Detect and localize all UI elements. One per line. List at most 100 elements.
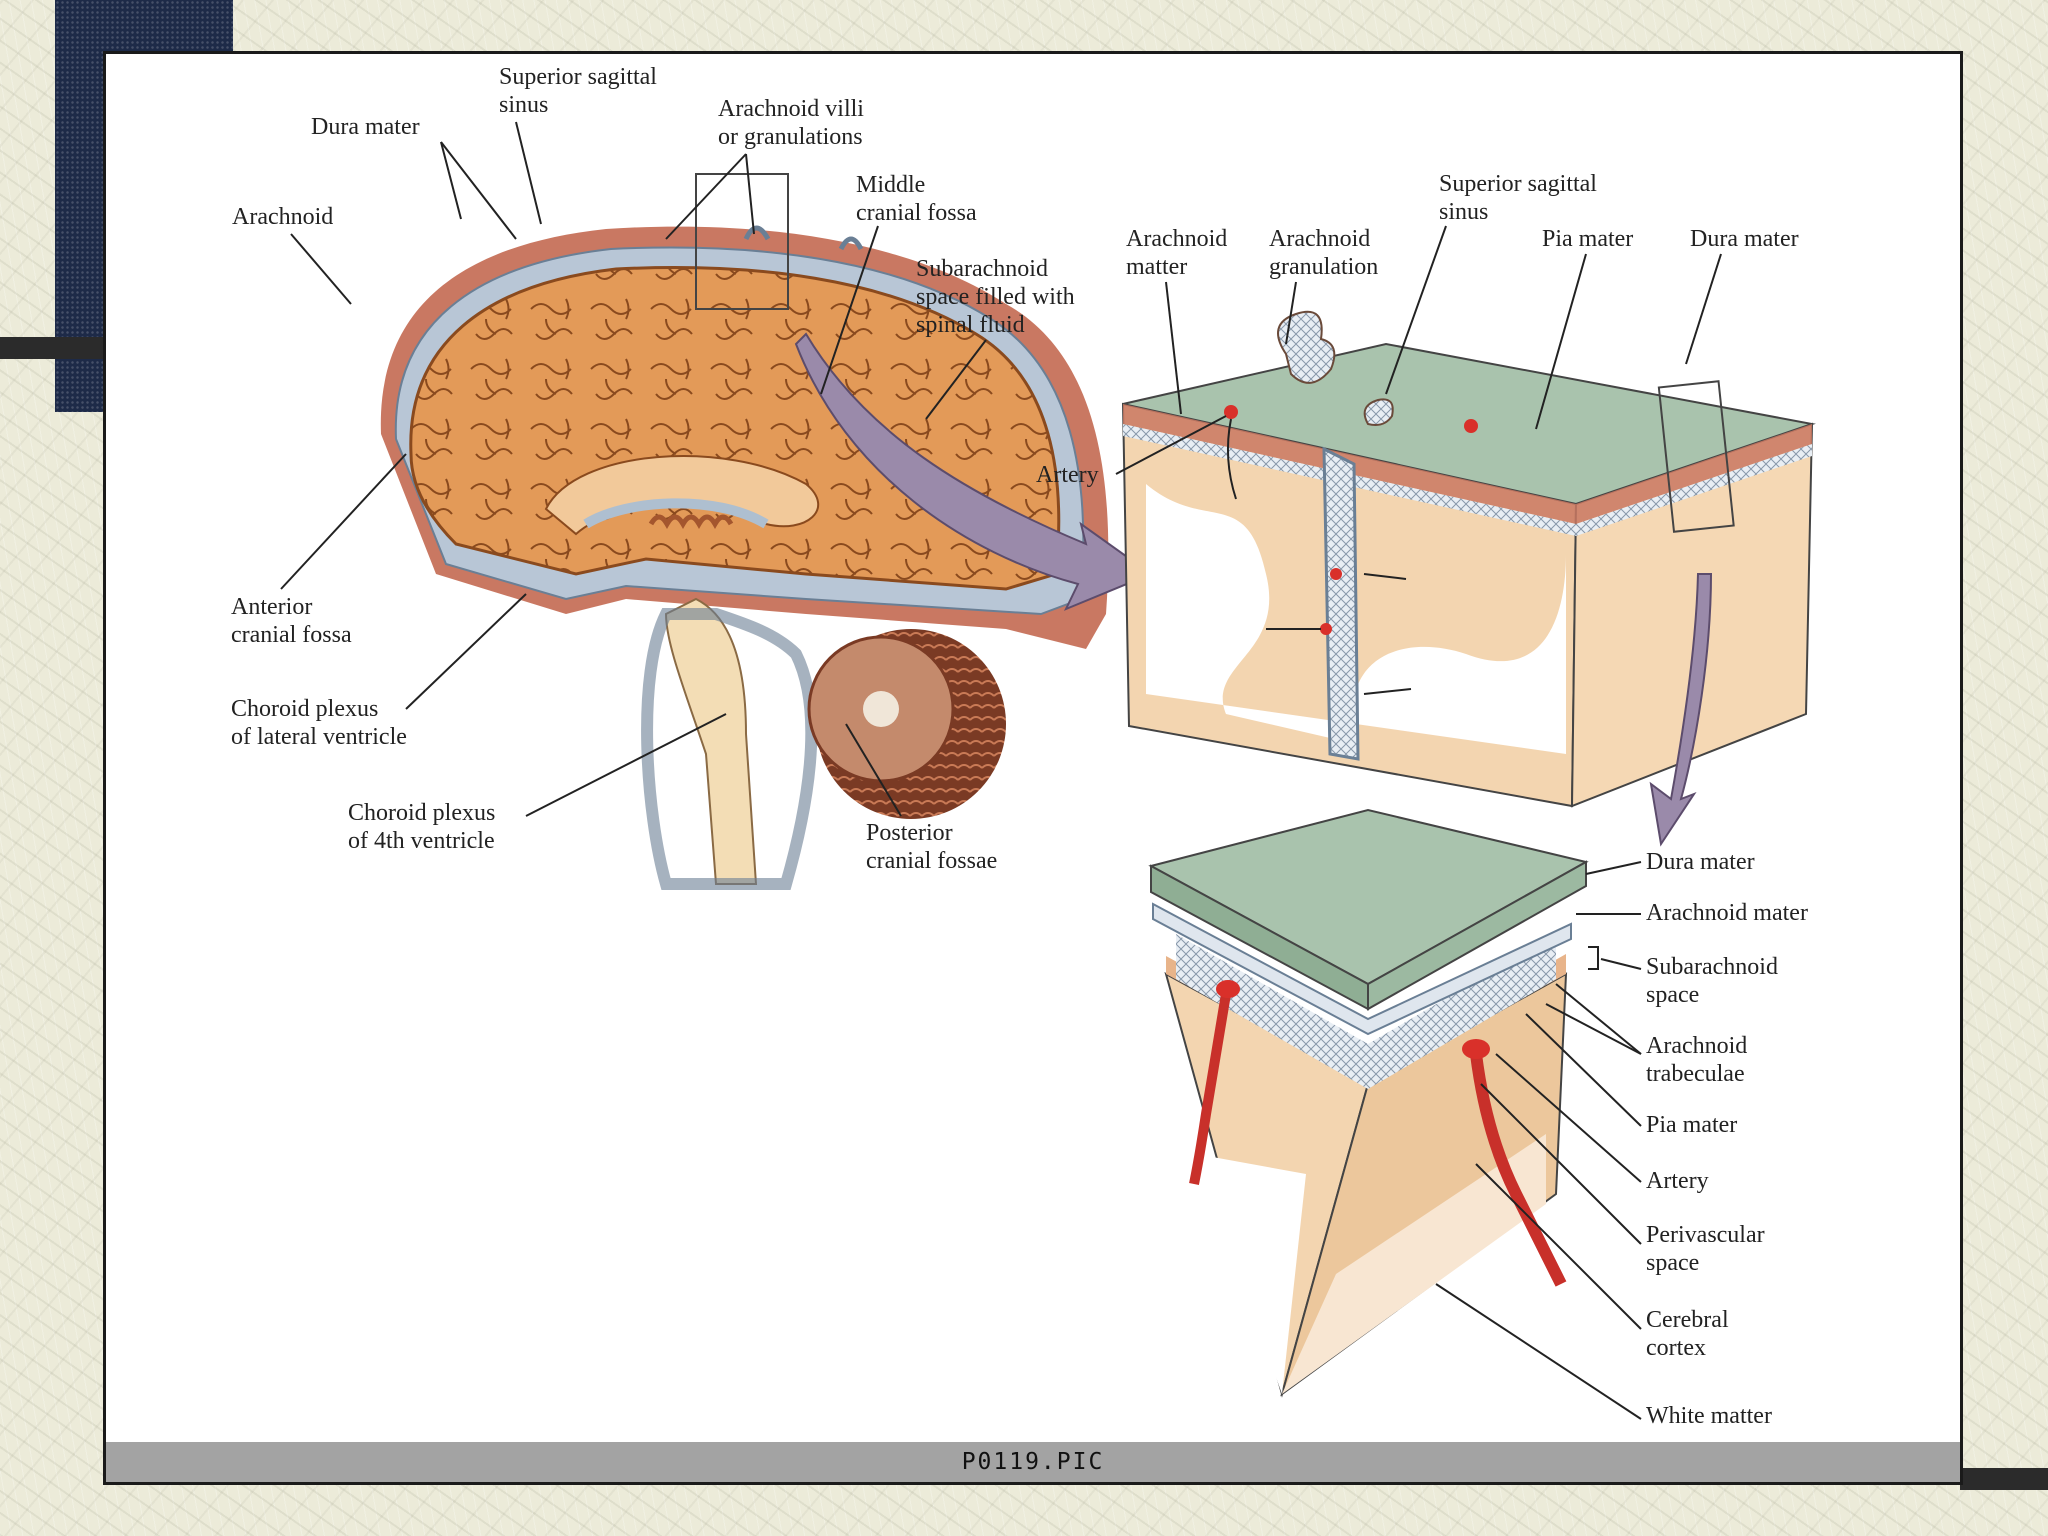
artery-right [1470,1053,1567,1287]
leader-tr-pia [1535,253,1587,430]
arachnoid-mater-sheet [1152,902,1572,1036]
label-subarachnoid-space-3: spinal fluid [916,312,1025,338]
label-br-perivascular-space-2: space [1646,1250,1699,1276]
white-matter-front [1146,484,1566,754]
leader-dura-1 [440,141,462,220]
cerebellum-core [863,691,899,727]
leader-pcf [845,723,902,817]
label-br-cerebral-cortex: Cerebral [1646,1307,1729,1333]
label-middle-cranial-fossa: Middle [856,172,925,198]
label-choroid-plexus-lateral: Choroid plexus [231,696,378,722]
label-br-dura-mater: Dura mater [1646,849,1755,875]
meninges-figure: Superior sagittal sinus Dura mater Arach… [231,64,1816,1429]
label-posterior-cranial-fossae-2: cranial fossae [866,848,997,874]
label-arachnoid-villi-2: or granulations [718,124,863,150]
artery-left [1189,993,1231,1185]
left-labels: Superior sagittal sinus Dura mater Arach… [231,64,1075,874]
label-tr-arachnoid-matter-2: matter [1126,254,1187,280]
white-lower-left [1196,1154,1306,1394]
label-br-pia-mater: Pia mater [1646,1112,1737,1138]
detail-box-right [1657,380,1735,533]
falx-fissure [1322,446,1360,761]
label-tr-superior-sagittal-sinus-2: sinus [1439,199,1488,225]
slide-frame: Superior sagittal sinus Dura mater Arach… [103,51,1963,1485]
label-br-subarachnoid-space-2: space [1646,982,1699,1008]
label-dura-mater: Dura mater [311,114,420,140]
leader-villi-1 [665,153,747,240]
leader-tr-ag [1285,281,1297,345]
leader-tr-sss [1385,225,1447,395]
leader-cpl [405,593,527,710]
leader-br-cortex [1475,1163,1642,1330]
label-middle-cranial-fossa-2: cranial fossa [856,200,977,226]
leader-arachnoid [290,233,352,305]
granulation-bump-1 [743,225,771,241]
label-br-perivascular-space: Perivascular [1646,1222,1765,1248]
label-br-artery: Artery [1646,1168,1709,1194]
label-subarachnoid-space-2: space filled with [916,284,1075,310]
label-subarachnoid-space: Subarachnoid [916,256,1048,282]
label-br-cerebral-cortex-2: cortex [1646,1335,1706,1361]
label-br-white-matter: White matter [1646,1403,1772,1429]
block-dura-band [1123,404,1812,524]
choroid-plexus-lateral [648,514,734,530]
label-tr-superior-sagittal-sinus: Superior sagittal [1439,171,1597,197]
leader-mcf [820,225,879,395]
label-choroid-plexus-lateral-2: of lateral ventricle [231,724,407,750]
cross-section-block [1121,310,1816,847]
leader-br-dura [1585,861,1642,875]
label-anterior-cranial-fossa-2: cranial fossa [231,622,352,648]
leader-br-peri [1480,1083,1642,1245]
trabeculae-space [1176,934,1556,1089]
artery-left-top [1216,980,1240,998]
leader-br-white [1435,1283,1642,1420]
label-tr-arachnoid-matter: Arachnoid [1126,226,1227,252]
decor-bar-left [0,337,104,359]
label-br-subarachnoid-space: Subarachnoid [1646,954,1778,980]
vessel-1 [1226,418,1237,500]
leader-br-pia [1525,1013,1642,1127]
label-tr-dura-mater: Dura mater [1690,226,1799,252]
label-anterior-cranial-fossa: Anterior [231,594,312,620]
detail-box [695,173,789,310]
caption-bar: P0119.PIC [106,1442,1960,1482]
label-br-arachnoid-trabeculae: Arachnoid [1646,1033,1747,1059]
leader-tr-dura [1685,253,1722,365]
dura-slab-side [1367,860,1587,1011]
decor-bar-right [1960,1468,2048,1490]
white-lower-right [1282,1134,1546,1394]
label-choroid-plexus-4th-2: of 4th ventricle [348,828,495,854]
label-superior-sagittal-sinus: Superior sagittal [499,64,657,90]
label-arachnoid: Arachnoid [232,204,333,230]
sagittal-brain [380,173,1154,890]
block-trabeculae-band [1123,424,1812,536]
granulation-tuft [1277,310,1336,384]
artery-right-top [1462,1039,1490,1059]
vessel-4 [1363,688,1412,695]
leader-br-trab-1 [1545,1003,1642,1055]
leader-tr-am [1165,281,1182,415]
leader-br-sub [1600,958,1642,970]
granulation-bump-2 [838,236,864,251]
leader-br-artery [1495,1053,1642,1183]
leader-cp4 [525,713,727,817]
label-superior-sagittal-sinus-2: sinus [499,92,548,118]
artery-dot-2 [1464,419,1478,433]
leader-villi-2 [745,153,755,235]
label-br-arachnoid-trabeculae-2: trabeculae [1646,1061,1745,1087]
zoom-arrow [794,332,1154,611]
leader-br-trab-2 [1555,983,1642,1055]
label-tr-arachnoid-granulation: Arachnoid [1269,226,1370,252]
spinal-canal [641,608,818,890]
label-arachnoid-villi: Arachnoid villi [718,96,864,122]
top-right-labels: Arachnoid matter Arachnoid granulation S… [1036,171,1799,488]
layers-block [1148,808,1589,1398]
artery-dot-1 [1224,405,1238,419]
label-tr-arachnoid-granulation-2: granulation [1269,254,1378,280]
bracket-sub [1588,946,1599,970]
leader-sub [925,339,987,420]
bottom-right-labels: Dura mater Arachnoid mater Subarachnoid … [1435,849,1808,1429]
label-tr-artery: Artery [1036,462,1099,488]
lateral-ventricle [583,498,769,529]
artery-dot-3 [1330,568,1342,580]
